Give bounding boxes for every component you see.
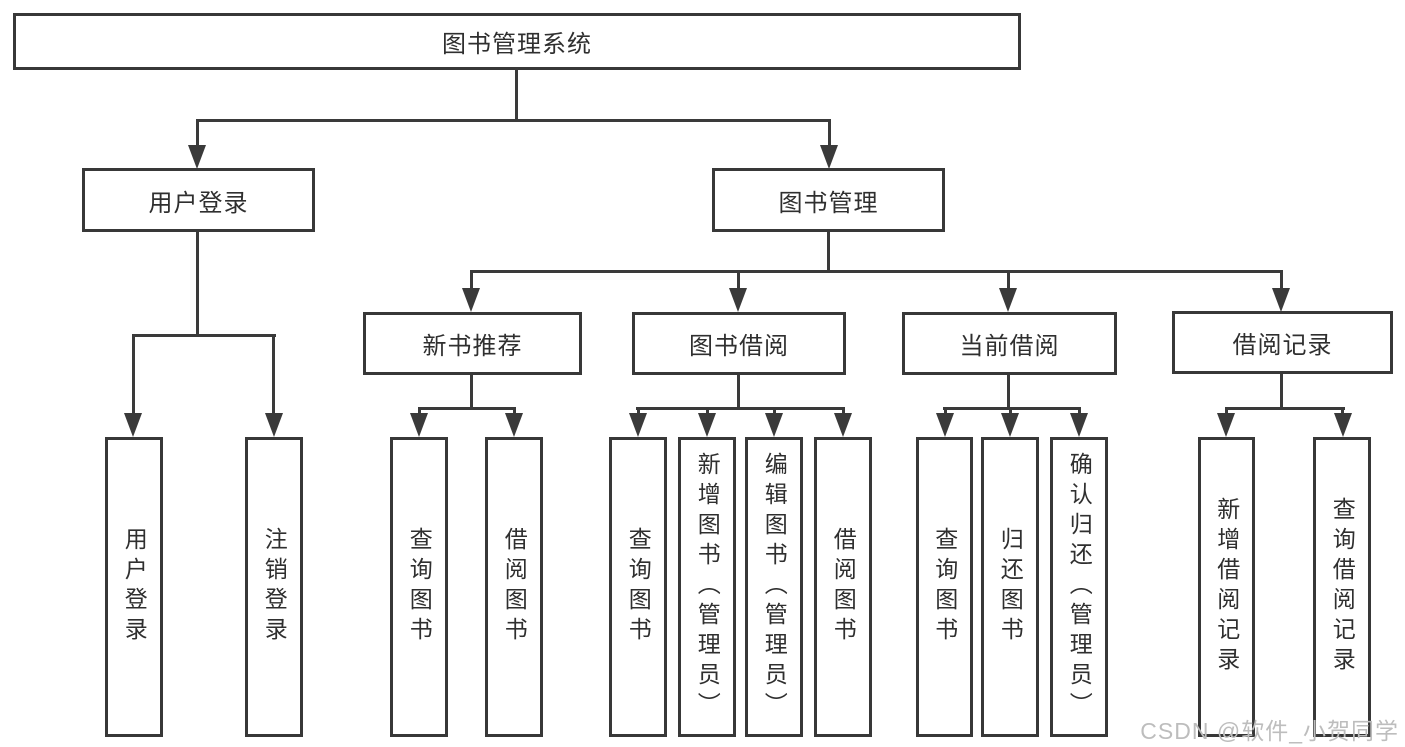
node-leaf-query-books-borrowing-label: 查询图书 [625,527,652,647]
node-leaf-add-books-admin-label: 新增图书（管理员） [694,452,721,722]
node-new-book-recommend: 新书推荐 [363,312,582,375]
connector-level2-rail [196,119,831,122]
connector-stem [132,334,135,416]
arrowhead-down-icon [698,413,716,437]
connector-stem [196,232,199,335]
node-leaf-logout-label: 注销登录 [261,527,288,647]
watermark-text: CSDN @软件_小贺同学 [1140,718,1399,744]
node-leaf-logout: 注销登录 [245,437,303,737]
arrowhead-down-icon [1217,413,1235,437]
connector-stem [1007,375,1010,410]
connector-stem [827,232,830,272]
node-book-borrowing: 图书借阅 [632,312,846,375]
connector-stem [828,119,831,150]
node-leaf-return-books-label: 归还图书 [997,527,1024,647]
node-new-book-recommend-label: 新书推荐 [422,333,523,360]
arrowhead-down-icon [124,413,142,437]
node-leaf-add-books-admin: 新增图书（管理员） [678,437,736,737]
node-leaf-user-login: 用户登录 [105,437,163,737]
arrowhead-down-icon [410,413,428,437]
connector-stem [842,407,845,417]
node-leaf-query-books-current-label: 查询图书 [931,527,958,647]
node-current-borrowing-label: 当前借阅 [959,333,1060,360]
node-leaf-edit-books-admin: 编辑图书（管理员） [745,437,803,737]
connector-stem [470,375,473,410]
node-leaf-add-borrow-record-label: 新增借阅记录 [1213,497,1240,677]
connector-stem [1280,270,1283,292]
connector-stem [637,407,640,417]
arrowhead-down-icon [265,413,283,437]
node-leaf-borrow-books-recommend: 借阅图书 [485,437,543,737]
arrowhead-down-icon [999,288,1017,312]
node-leaf-user-login-label: 用户登录 [121,527,148,647]
node-current-borrowing: 当前借阅 [902,312,1117,375]
node-root: 图书管理系统 [13,13,1021,70]
arrowhead-down-icon [505,413,523,437]
node-leaf-borrow-books-borrowing: 借阅图书 [814,437,872,737]
node-leaf-query-borrow-record: 查询借阅记录 [1313,437,1371,737]
connector-stem [470,270,473,292]
arrowhead-down-icon [820,145,838,169]
node-book-borrowing-label: 图书借阅 [689,333,789,360]
node-leaf-query-books-current: 查询图书 [916,437,973,737]
connector-stem [513,407,516,417]
arrowhead-down-icon [729,288,747,312]
node-root-label: 图书管理系统 [442,31,592,58]
node-book-management: 图书管理 [712,168,945,232]
connector-stem [1341,407,1344,417]
node-leaf-query-books-recommend-label: 查询图书 [406,527,433,647]
node-leaf-query-books-borrowing: 查询图书 [609,437,667,737]
arrowhead-down-icon [1334,413,1352,437]
connector-stem [1009,407,1012,417]
node-leaf-query-books-recommend: 查询图书 [390,437,448,737]
connector-stem [1078,407,1081,417]
arrowhead-down-icon [765,413,783,437]
node-user-login-label: 用户登录 [148,189,249,217]
node-leaf-add-borrow-record: 新增借阅记录 [1198,437,1255,737]
arrowhead-down-icon [1070,413,1088,437]
connector-root-stem [515,68,518,121]
arrowhead-down-icon [462,288,480,312]
connector-stem [1225,407,1228,417]
arrowhead-down-icon [936,413,954,437]
node-borrowing-records-label: 借阅记录 [1232,332,1333,359]
connector-level3-rail [470,270,1283,273]
connector-rail [1225,407,1345,410]
connector-stem [418,407,421,417]
connector-rail [132,334,276,337]
arrowhead-down-icon [1272,288,1290,312]
node-book-management-label: 图书管理 [778,189,879,217]
arrowhead-down-icon [1001,413,1019,437]
connector-stem [272,334,275,416]
connector-stem [737,375,740,410]
connector-stem [737,270,740,292]
node-leaf-query-borrow-record-label: 查询借阅记录 [1329,497,1356,677]
node-leaf-borrow-books-borrowing-label: 借阅图书 [830,527,857,647]
arrowhead-down-icon [629,413,647,437]
node-borrowing-records: 借阅记录 [1172,311,1393,374]
connector-rail [418,407,516,410]
connector-stem [944,407,947,417]
arrowhead-down-icon [834,413,852,437]
node-leaf-borrow-books-recommend-label: 借阅图书 [501,527,528,647]
connector-stem [706,407,709,417]
connector-rail [943,407,1081,410]
connector-stem [1280,374,1283,410]
connector-rail [636,407,845,410]
connector-stem [773,407,776,417]
node-leaf-return-books: 归还图书 [981,437,1039,737]
connector-stem [196,119,199,150]
connector-stem [1007,270,1010,292]
arrowhead-down-icon [188,145,206,169]
node-leaf-confirm-return-admin: 确认归还（管理员） [1050,437,1108,737]
node-leaf-confirm-return-admin-label: 确认归还（管理员） [1066,452,1093,722]
node-leaf-edit-books-admin-label: 编辑图书（管理员） [761,452,788,722]
node-user-login: 用户登录 [82,168,315,232]
